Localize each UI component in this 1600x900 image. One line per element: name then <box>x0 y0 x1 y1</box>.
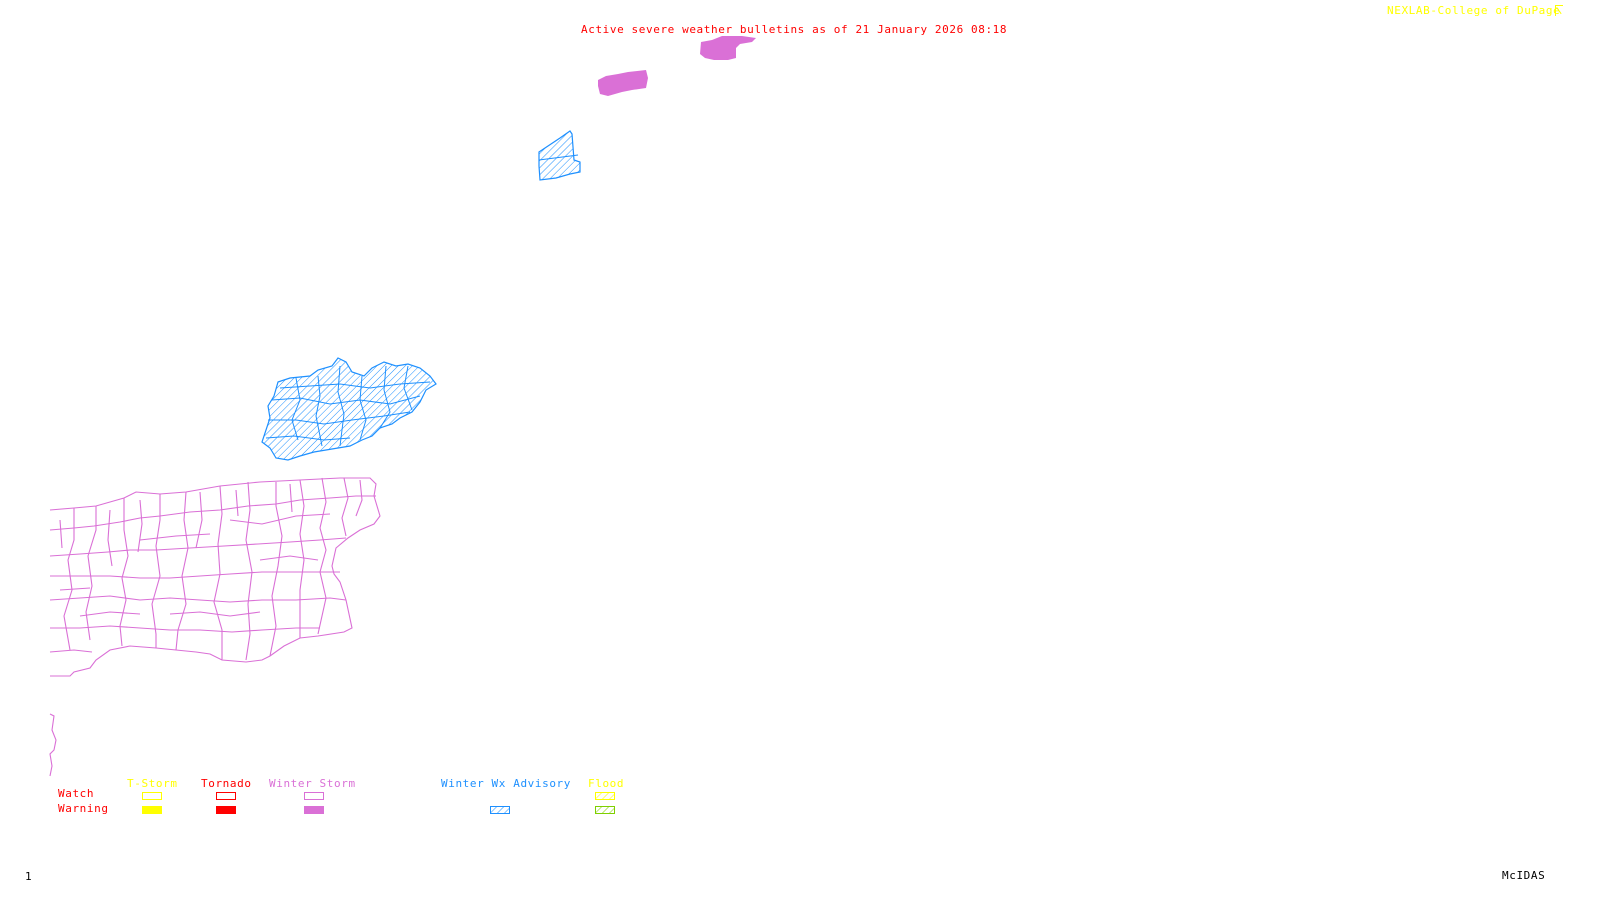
legend-swatch-tornado-warning <box>216 806 236 814</box>
legend-label-flood: Flood <box>588 777 625 790</box>
legend-swatch-winter-storm-watch <box>304 792 324 800</box>
legend-swatch-tornado-watch <box>216 792 236 800</box>
legend-swatch-winter-wx-advisory <box>490 806 510 814</box>
legend-swatch-tstorm-watch <box>142 792 162 800</box>
legend-row-warning: Warning <box>58 802 109 815</box>
winter-storm-warning-area <box>700 36 756 60</box>
legend-swatch-flood-warning <box>595 806 615 814</box>
software-label: McIDAS <box>1502 869 1546 882</box>
winter-storm-warning-area <box>598 70 648 96</box>
winter-wx-advisory-counties <box>261 357 437 461</box>
legend-swatch-winter-storm-warning <box>304 806 324 814</box>
legend-swatch-tstorm-warning <box>142 806 162 814</box>
credit-label: NEXLAB-College of DuPage <box>1387 4 1561 17</box>
legend-label-tstorm: T-Storm <box>127 777 178 790</box>
legend-row-watch: Watch <box>58 787 95 800</box>
nexlab-logo-icon <box>1555 5 1563 16</box>
bulletin-title: Active severe weather bulletins as of 21… <box>581 23 1008 36</box>
legend-label-winter-storm: Winter Storm <box>269 777 356 790</box>
legend-swatch-flood-watch <box>595 792 615 800</box>
legend-label-winter-wx-advisory: Winter Wx Advisory <box>441 777 572 790</box>
legend-label-tornado: Tornado <box>201 777 252 790</box>
winter-wx-advisory-area <box>538 130 581 181</box>
frame-number: 1 <box>25 870 33 883</box>
winter-storm-watch-counties <box>49 477 381 777</box>
